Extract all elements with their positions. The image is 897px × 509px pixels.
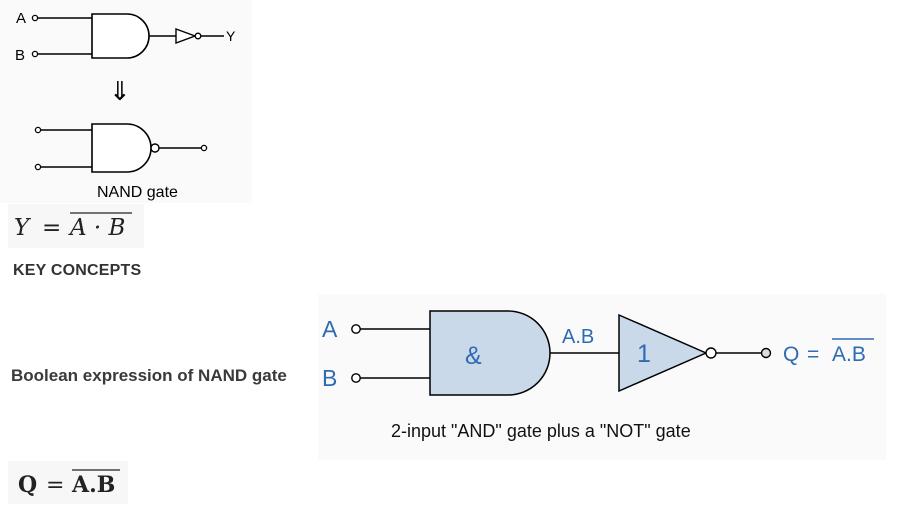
formula-y-nand: Y = A · B (8, 204, 144, 248)
top-input-b-label: B (15, 47, 25, 64)
bottom-not-bubble (705, 347, 717, 359)
nand-bubble (150, 143, 160, 153)
bottom-input-b-terminal (351, 373, 361, 383)
output-q-label: Q (783, 343, 799, 366)
bottom-not-gate (618, 313, 708, 393)
formula1-equals: = (42, 215, 61, 241)
key-concepts-heading: KEY CONCEPTS (13, 262, 142, 279)
boolean-expression-label: Boolean expression of NAND gate (11, 366, 287, 385)
bottom-diagram-caption: 2-input "AND" gate plus a "NOT" gate (391, 421, 691, 441)
bottom-output-terminal (760, 347, 772, 359)
top-and-gate (91, 13, 150, 59)
nand-gate (91, 123, 152, 173)
formula1-lhs: Y (14, 215, 32, 241)
bottom-input-a-label: A (322, 316, 338, 342)
nand-input-b-terminal (34, 163, 42, 171)
double-down-arrow-icon: ⇓ (109, 77, 131, 107)
and-gate-symbol: & (465, 342, 482, 370)
output-equals: = (807, 343, 819, 366)
formula2-equals: = (46, 473, 64, 498)
formula2-rhs: A.B (71, 472, 115, 498)
top-input-a-terminal (31, 14, 39, 22)
output-expression: A.B (832, 343, 866, 366)
top-input-b-terminal (31, 50, 39, 58)
bottom-input-a-terminal (351, 324, 361, 334)
bottom-input-b-label: B (322, 365, 337, 391)
formula1-rhs: A · B (68, 215, 125, 241)
nand-input-a-terminal (34, 126, 42, 134)
bottom-and-gate (429, 310, 551, 396)
not-gate-symbol: 1 (637, 340, 651, 368)
top-input-a-label: A (16, 10, 26, 27)
and-output-label: A.B (562, 326, 594, 348)
nand-gate-caption: NAND gate (97, 184, 178, 201)
formula2-lhs: Q (18, 472, 37, 498)
top-output-y-label: Y (226, 28, 236, 44)
top-not-bubble (194, 32, 202, 40)
and-not-to-nand-diagram: A B Y ⇓ NAND gate (0, 0, 252, 203)
formula-q-nand: Q = A.B (8, 461, 128, 504)
and-plus-not-gate-diagram: A B & A.B 1 Q = A.B 2-input "AND" gate p… (318, 294, 886, 460)
nand-output-terminal (200, 144, 208, 152)
top-not-gate (175, 27, 198, 45)
